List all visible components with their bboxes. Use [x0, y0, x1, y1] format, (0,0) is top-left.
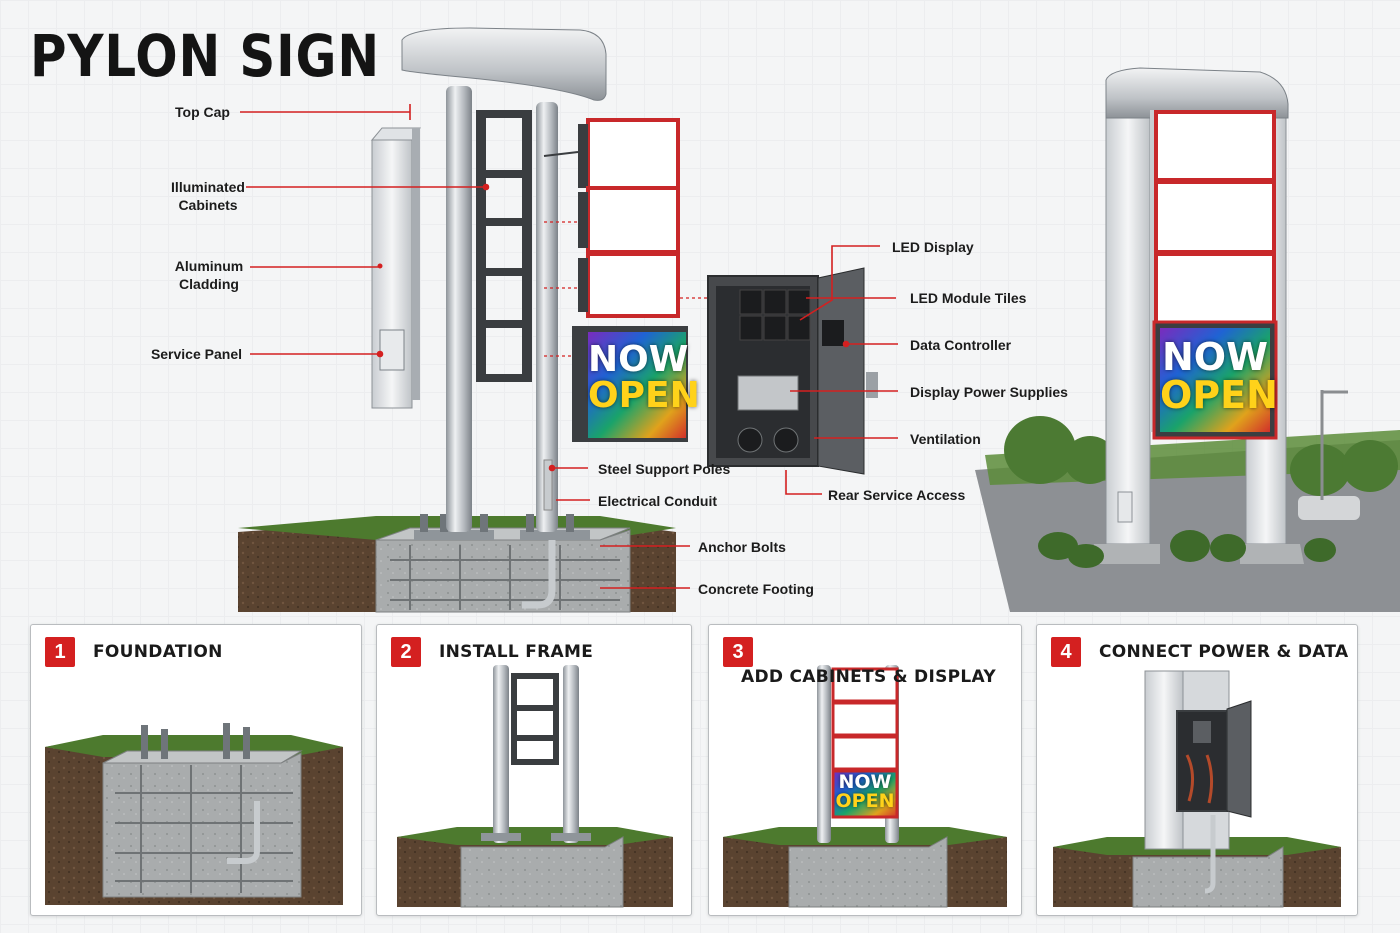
step-number: 4 [1051, 637, 1081, 667]
step-panel-add-cabinets-display: NOW OPEN 3ADD CABINETS & DISPLAY [708, 624, 1022, 916]
page-title: PYLON SIGN [30, 22, 380, 90]
step-header: 2 INSTALL FRAME [391, 637, 593, 667]
exploded-led-text: NOW OPEN [588, 339, 700, 416]
step-title: CONNECT POWER & DATA [1099, 642, 1349, 662]
aluminum-cladding-illustration [370, 127, 421, 409]
steel-support-poles-illustration [446, 86, 558, 532]
step-header: 4 CONNECT POWER & DATA [1051, 637, 1348, 667]
step-panel-foundation: 1 FOUNDATION [30, 624, 362, 916]
callout-illuminated-cabinets: Illuminated Cabinets [171, 179, 245, 213]
callout-aluminum-cladding: Aluminum Cladding [174, 258, 244, 292]
callout-display-power-supplies: Display Power Supplies [910, 384, 1068, 400]
led-line-open: OPEN [1160, 373, 1278, 417]
led-line-now: NOW [838, 771, 892, 793]
top-cap-illustration [401, 27, 607, 101]
led-line-now: NOW [588, 339, 689, 380]
callout-rear-service-access: Rear Service Access [828, 487, 966, 503]
add-cabinets-illustration [723, 665, 1007, 908]
install-frame-illustration [397, 665, 673, 908]
finished-led-text: NOW OPEN [1160, 335, 1278, 417]
led-line-now: NOW [1161, 335, 1269, 379]
illuminated-cabinets-illustration [543, 118, 680, 318]
step-title: ADD CABINETS & DISPLAY [741, 667, 996, 687]
connect-power-illustration [1053, 670, 1341, 908]
callout-concrete-footing: Concrete Footing [698, 581, 814, 597]
step3-led-text: NOW OPEN [833, 773, 897, 811]
callout-service-panel: Service Panel [150, 346, 242, 362]
step-panel-connect-power-data: 4 CONNECT POWER & DATA [1036, 624, 1358, 916]
step-number: 2 [391, 637, 421, 667]
led-line-open: OPEN [588, 375, 700, 416]
step-header: 1 FOUNDATION [45, 637, 223, 667]
callout-steel-support-poles: Steel Support Poles [598, 461, 731, 477]
leader-lines [240, 104, 898, 589]
step-panel-install-frame: 2 INSTALL FRAME [376, 624, 692, 916]
step-number: 1 [45, 637, 75, 667]
step-title: FOUNDATION [93, 642, 223, 662]
callout-ventilation: Ventilation [910, 431, 981, 447]
led-line-open: OPEN [835, 790, 895, 812]
step-header: 3ADD CABINETS & DISPLAY [723, 637, 1021, 687]
exploded-view-illustration [238, 27, 1400, 613]
step-title: INSTALL FRAME [439, 642, 594, 662]
step-number: 3 [723, 637, 753, 667]
callout-led-display: LED Display [892, 239, 974, 255]
callout-anchor-bolts: Anchor Bolts [698, 539, 786, 555]
led-display-illustration [544, 326, 688, 442]
foundation-illustration [45, 723, 343, 905]
finished-sign-illustration [975, 67, 1400, 612]
callout-electrical-conduit: Electrical Conduit [598, 493, 718, 509]
callout-led-module-tiles: LED Module Tiles [910, 290, 1027, 306]
callout-data-controller: Data Controller [910, 337, 1012, 353]
led-cabinet-open-illustration [680, 267, 878, 475]
callout-top-cap: Top Cap [175, 104, 230, 120]
